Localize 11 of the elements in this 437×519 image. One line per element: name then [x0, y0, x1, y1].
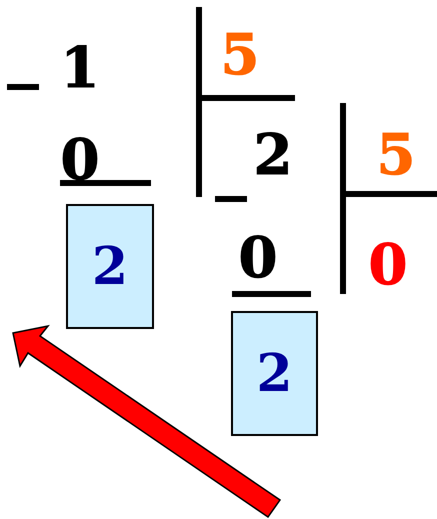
- digit: 2: [254, 127, 292, 183]
- digit: 1: [60, 40, 100, 96]
- digit: 2: [256, 348, 293, 400]
- digit: 0: [60, 132, 100, 188]
- digit: 2: [92, 240, 128, 292]
- digit: 0: [368, 237, 408, 293]
- answer-card: [66, 204, 154, 329]
- answer-card: [231, 311, 318, 436]
- digit: 5: [376, 127, 416, 183]
- digit: 5: [220, 27, 260, 83]
- digit: 0: [238, 230, 278, 286]
